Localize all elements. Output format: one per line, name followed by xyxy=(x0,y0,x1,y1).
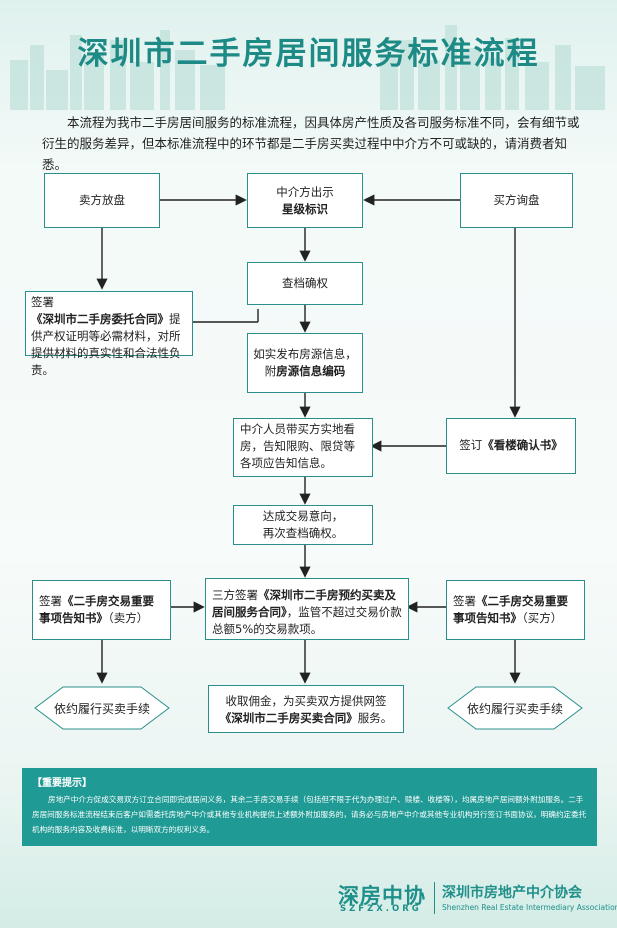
node-intent-line2: 再次查档确权。 xyxy=(262,526,344,540)
node-seller-notice: 签署《二手房交易重要事项告知书》（卖方） xyxy=(32,580,171,640)
node-check-title-label: 查档确权 xyxy=(282,276,328,290)
node-buyer-notice-prefix: 签署 xyxy=(453,594,476,608)
node-publish-bold: 房源信息编码 xyxy=(276,364,346,378)
node-commission-bold: 《深圳市二手房买卖合同》 xyxy=(219,711,358,725)
node-fulfill-left-label: 依约履行买卖手续 xyxy=(53,701,150,716)
node-sign-viewing-prefix: 签订 xyxy=(459,438,483,452)
node-seller-list-label: 卖方放盘 xyxy=(79,193,125,207)
logo-abbrev: 深房中协 xyxy=(338,884,426,908)
important-notice: 【重要提示】 房地产中介方促成交易双方订立合同即完成居间义务，其余二手房交易手续… xyxy=(22,768,597,846)
logo-domain: SZFZX.ORG xyxy=(340,904,422,914)
node-seller-notice-prefix: 签署 xyxy=(39,594,62,608)
node-publish-prefix: 附 xyxy=(264,364,277,378)
node-commission-line1: 收取佣金，为买卖双方提供网签 xyxy=(225,694,387,708)
node-sign-viewing-bold: 《看楼确认书》 xyxy=(482,438,563,452)
node-buyer-notice-suffix: （买方） xyxy=(522,611,563,625)
node-buyer-notice-bold: 《二手房交易重要事项告知书》 xyxy=(453,594,568,625)
node-publish-line1: 如实发布房源信息， xyxy=(253,347,357,361)
node-agent-star-line2: 星级标识 xyxy=(282,201,328,216)
node-tripartite: 三方签署《深圳市二手房预约买卖及居间服务合同》，监管不超过交易价款总额5%的交易… xyxy=(205,578,409,640)
logo-divider xyxy=(434,882,435,914)
node-buyer-notice: 签署《二手房交易重要事项告知书》（买方） xyxy=(446,580,585,640)
node-sign-commission-rest: 提供产权证明等必需材料，对所提供材料的真实性和合法性负责。 xyxy=(31,312,181,377)
node-agent-star-line1: 中介方出示 xyxy=(276,184,334,199)
node-tripartite-bold: 《深圳市二手房预约买卖及居间服务合同》 xyxy=(212,588,396,619)
node-fulfill-left: 依约履行买卖手续 xyxy=(33,685,171,731)
node-commission: 收取佣金，为买卖双方提供网签 《深圳市二手房买卖合同》服务。 xyxy=(208,685,404,733)
notice-title: 【重要提示】 xyxy=(32,778,92,789)
node-seller-notice-bold: 《二手房交易重要事项告知书》 xyxy=(39,594,154,625)
node-tripartite-rest: ，监管不超过交易价款总额5%的交易款项。 xyxy=(212,605,402,636)
node-tripartite-prefix: 三方签署 xyxy=(212,588,258,602)
node-seller-list: 卖方放盘 xyxy=(44,173,160,228)
city-skyline-decoration xyxy=(10,25,605,110)
node-fulfill-right: 依约履行买卖手续 xyxy=(446,685,584,731)
node-buyer-inquiry: 买方询盘 xyxy=(460,173,573,228)
page-title: 深圳市二手房居间服务标准流程 xyxy=(77,36,540,72)
node-agent-star: 中介方出示 星级标识 xyxy=(247,173,363,228)
node-buyer-inquiry-label: 买方询盘 xyxy=(493,193,540,207)
node-intent: 达成交易意向， 再次查档确权。 xyxy=(233,505,373,545)
node-check-title: 查档确权 xyxy=(247,262,363,305)
node-sign-commission-prefix: 签署 xyxy=(31,295,54,309)
node-sign-viewing: 签订《看楼确认书》 xyxy=(446,418,576,474)
node-commission-rest: 服务。 xyxy=(357,711,393,725)
node-fulfill-right-label: 依约履行买卖手续 xyxy=(466,701,563,716)
node-seller-notice-suffix: （卖方） xyxy=(108,611,149,625)
node-intent-line1: 达成交易意向， xyxy=(262,509,344,523)
logo-name-en: Shenzhen Real Estate Intermediary Associ… xyxy=(442,903,617,912)
node-publish-listing: 如实发布房源信息， 附房源信息编码 xyxy=(247,333,363,393)
node-viewing: 中介人员带买方实地看房，告知限购、限贷等各项应告知信息。 xyxy=(233,418,373,477)
node-viewing-label: 中介人员带买方实地看房，告知限购、限贷等各项应告知信息。 xyxy=(240,422,355,470)
intro-paragraph: 本流程为我市二手房居间服务的标准流程，因具体房产性质及各司服务标准不同，会有细节… xyxy=(42,115,580,172)
node-sign-commission: 签署《深圳市二手房委托合同》提供产权证明等必需材料，对所提供材料的真实性和合法性… xyxy=(25,291,193,377)
notice-paragraph: 房地产中介方促成交易双方订立合同即完成居间义务，其余二手房交易手续（包括但不限于… xyxy=(32,795,587,834)
node-sign-commission-bold: 《深圳市二手房委托合同》 xyxy=(31,312,169,326)
logo-name-cn: 深圳市房地产中介协会 xyxy=(442,885,582,901)
